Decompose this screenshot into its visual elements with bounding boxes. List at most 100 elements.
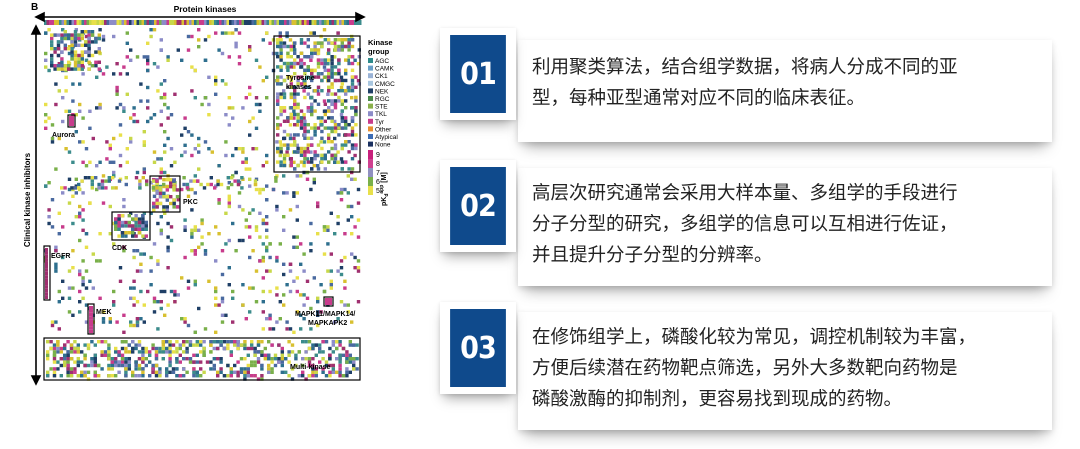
- heatmap-cell: [173, 289, 177, 294]
- heatmap-cell: [56, 340, 60, 344]
- heatmap-cell: [327, 68, 331, 72]
- heatmap-cell: [56, 67, 61, 71]
- heatmap-cell: [139, 317, 143, 321]
- heatmap-cell: [190, 153, 194, 158]
- legend-swatch: [368, 88, 373, 94]
- heatmap-cell: [185, 370, 189, 374]
- mapk-box: [323, 296, 334, 307]
- heatmap-cell: [110, 357, 114, 361]
- heatmap-cell: [329, 269, 333, 273]
- heatmap-cell: [80, 43, 84, 47]
- heatmap-cell: [64, 89, 68, 93]
- heatmap-cell: [307, 360, 312, 364]
- heatmap-cell: [134, 343, 138, 347]
- strip-cell: [134, 20, 137, 25]
- heatmap-cell: [220, 272, 225, 277]
- heatmap-cell: [251, 147, 255, 151]
- heatmap-cell: [354, 106, 358, 110]
- heatmap-cell: [118, 102, 123, 107]
- heatmap-cell: [91, 286, 95, 290]
- heatmap-cell: [124, 370, 128, 374]
- legend-label: None: [375, 142, 391, 149]
- heatmap-cell: [152, 300, 157, 304]
- multi-kinase-box: [43, 337, 361, 381]
- heatmap-cell: [254, 58, 259, 62]
- heatmap-cell: [241, 106, 245, 110]
- heatmap-cell: [292, 45, 296, 49]
- heatmap-cell: [156, 327, 160, 331]
- heatmap-cell: [122, 106, 126, 110]
- heatmap-cell: [60, 33, 64, 37]
- heatmap-cell: [141, 370, 145, 374]
- heatmap-cell: [144, 363, 148, 368]
- heatmap-cell: [159, 96, 163, 100]
- egfr-strip: [45, 254, 48, 259]
- heatmap-cell: [66, 350, 70, 354]
- heatmap-cell: [346, 174, 350, 178]
- heatmap-cell: [110, 360, 114, 364]
- heatmap-cell: [282, 119, 287, 123]
- heatmap-cell: [47, 28, 51, 32]
- heatmap-cell: [276, 150, 280, 154]
- heatmap-cell: [341, 346, 346, 351]
- heatmap-cell: [112, 289, 116, 294]
- heatmap-cell: [87, 60, 91, 64]
- heatmap-cell: [156, 262, 160, 266]
- heatmap-cell: [254, 300, 259, 304]
- heatmap-cell: [347, 123, 351, 127]
- heatmap-cell: [142, 143, 146, 147]
- heatmap-cell: [163, 143, 167, 147]
- kinase-group-legend: Kinase group AGCCAMKCK1CMGCNEKRGCSTETKLT…: [368, 38, 398, 149]
- heatmap-cell: [344, 140, 348, 144]
- heatmap-cell: [339, 272, 344, 277]
- heatmap-cell: [306, 106, 310, 110]
- heatmap-cell: [168, 353, 172, 357]
- heatmap-cell: [188, 343, 193, 347]
- heatmap-cell: [125, 92, 129, 96]
- heatmap-cell: [331, 363, 335, 368]
- heatmap-cell: [316, 204, 320, 209]
- strip-cell: [356, 20, 359, 25]
- heatmap-cell: [156, 65, 160, 69]
- heatmap-cell: [286, 51, 290, 55]
- heatmap-cell: [306, 65, 310, 69]
- heatmap-cell: [219, 357, 223, 361]
- heatmap-cell: [67, 64, 71, 68]
- heatmap-cell: [241, 238, 245, 243]
- heatmap-cell: [339, 191, 344, 195]
- heatmap-cell: [80, 370, 84, 374]
- heatmap-cell: [93, 343, 97, 347]
- strip-cell: [164, 20, 167, 25]
- heatmap-cell: [156, 300, 160, 304]
- strip-cell: [229, 20, 232, 25]
- heatmap-cell: [67, 45, 72, 49]
- heatmap-cell: [274, 179, 278, 183]
- heatmap-cell: [250, 374, 254, 378]
- strip-cell: [119, 20, 122, 25]
- heatmap-cell: [207, 113, 211, 117]
- heatmap-cell: [47, 68, 51, 73]
- heatmap-cell: [265, 184, 269, 188]
- heatmap-cell: [275, 286, 279, 290]
- heatmap-cell: [171, 350, 176, 354]
- heatmap-cell: [108, 204, 112, 209]
- heatmap-cell: [122, 313, 126, 317]
- heatmap-cell: [345, 367, 349, 371]
- strip-cell: [181, 20, 184, 25]
- strip-cell: [191, 20, 194, 25]
- heatmap-cell: [52, 360, 57, 364]
- heatmap-cell: [117, 220, 121, 225]
- heatmap-cell: [146, 85, 150, 90]
- heatmap-cell: [71, 266, 75, 270]
- heatmap-cell: [306, 136, 310, 140]
- heatmap-cell: [337, 133, 341, 137]
- heatmap-cell: [88, 109, 92, 113]
- heatmap-cell: [80, 36, 84, 41]
- heatmap-cell: [129, 140, 133, 144]
- heatmap-cell: [350, 44, 355, 49]
- heatmap-cell: [159, 82, 163, 86]
- heatmap-cell: [71, 286, 75, 290]
- heatmap-cell: [90, 360, 94, 364]
- heatmap-cell: [231, 296, 235, 300]
- heatmap-cell: [327, 85, 331, 89]
